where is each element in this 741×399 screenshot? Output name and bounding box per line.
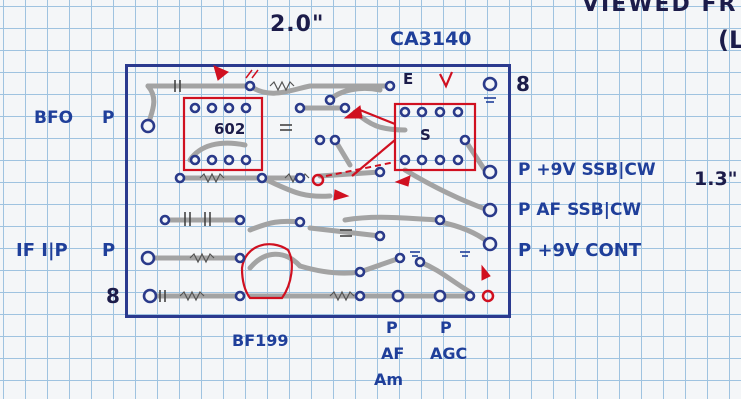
capacitors	[159, 80, 352, 302]
cont-power-label: P +9V CONT	[518, 240, 642, 261]
if-pin-label: P	[102, 240, 116, 261]
circuit-board-outline	[125, 64, 511, 318]
corner-note-line2: (L	[718, 26, 741, 54]
pin-count-top: 8	[516, 72, 530, 96]
am-af-label: AF	[381, 344, 405, 363]
corner-note-line1: VIEWED FR	[582, 0, 738, 17]
ic-left-label: 602	[214, 120, 246, 138]
solder-pads	[140, 76, 498, 304]
ssb-power-label: P +9V SSB|CW	[518, 160, 656, 180]
bfo-pin-label: P	[102, 108, 115, 128]
agc-label: AGC	[430, 344, 468, 363]
if-input-label: IF I|P	[16, 240, 68, 261]
agc-pin-label: P	[440, 318, 452, 337]
am-label: Am	[374, 370, 404, 389]
ic-type-label: CA3140	[390, 28, 472, 50]
copper-traces	[145, 83, 491, 299]
ic-outlines	[182, 96, 477, 300]
ssb-af-label: P AF SSB|CW	[518, 200, 642, 220]
am-pin-label: P	[386, 318, 398, 337]
board-height-label: 1.3"	[694, 168, 738, 190]
board-width-label: 2.0"	[270, 12, 325, 37]
pin-count-bottom: 8	[106, 284, 120, 308]
pin-e-label: E	[403, 70, 414, 88]
red-markers	[213, 65, 495, 303]
bfo-label: BFO	[34, 108, 74, 128]
pin-s-label: S	[420, 126, 431, 144]
resistors	[179, 80, 355, 302]
ground-symbols	[410, 97, 496, 257]
transistor-label: BF199	[232, 331, 289, 350]
